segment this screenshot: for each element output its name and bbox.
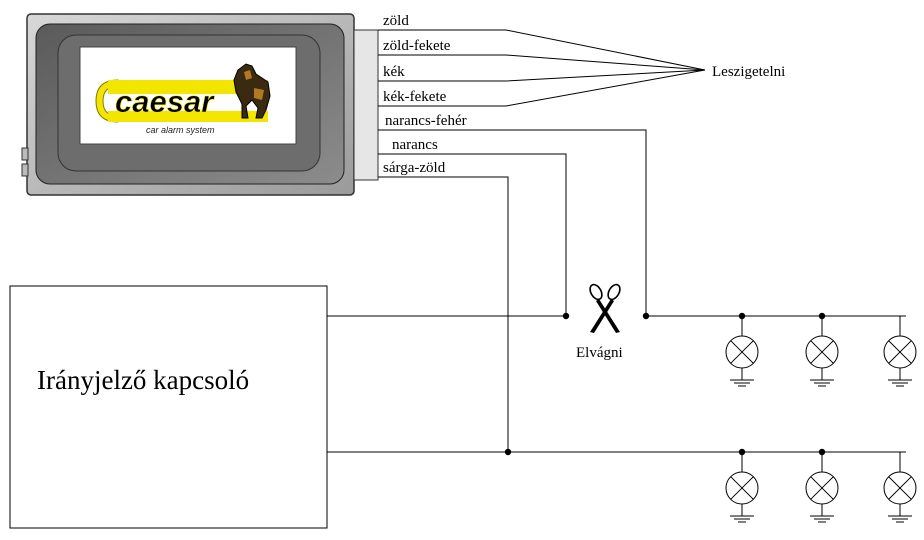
lamp-icon [725,452,759,505]
ground-icon [888,368,912,387]
lamp-icon [805,316,839,369]
wire-label-narancs-feher: narancs-fehér [385,113,467,129]
wire-label-kek-fekete: kék-fekete [383,89,447,105]
ground-icon [730,368,754,387]
wire-label-sarga-zold: sárga-zöld [383,160,446,176]
ground-icon [888,504,912,523]
wire-narancs [378,153,567,316]
caesar-logo: caesar car alarm system [79,46,297,145]
turn-signal-switch-label: Irányjelző kapcsoló [37,365,249,395]
lamps [725,316,917,523]
junctions [504,312,826,456]
wire-label-zold: zöld [383,13,409,29]
module-wires [378,29,706,452]
cut-label: Elvágni [576,345,623,361]
wire-labels: zöld zöld-fekete kék kék-fekete narancs-… [383,13,467,176]
turn-signal-switch-box [9,285,328,529]
lamp-icon [805,452,839,505]
alarm-module: caesar car alarm system [21,13,379,196]
scissors-icon [589,283,621,333]
wire-zold-fekete [378,54,706,71]
wire-kek [378,69,706,82]
module-connector [353,29,379,181]
junction-dot [642,312,650,320]
wire-narancs-feher [378,129,647,316]
wire-sarga-zold [378,176,509,452]
lamp-icon [883,452,917,505]
wire-label-kek: kék [383,64,405,80]
junction-dot [562,312,570,320]
dog-mascot-icon [233,63,271,119]
ground-icon [730,504,754,523]
isolate-label: Leszigetelni [712,64,785,80]
ground-icon [810,504,834,523]
wire-zold [378,29,706,71]
wire-kek-fekete [378,69,706,107]
ground-icon [810,368,834,387]
wire-label-zold-fekete: zöld-fekete [383,38,451,54]
lamp-icon [725,316,759,369]
logo-tagline: car alarm system [146,125,215,135]
junction-dot [504,448,512,456]
lamp-icon [883,316,917,369]
logo-text: caesar [115,84,215,119]
wire-label-narancs: narancs [392,137,438,153]
